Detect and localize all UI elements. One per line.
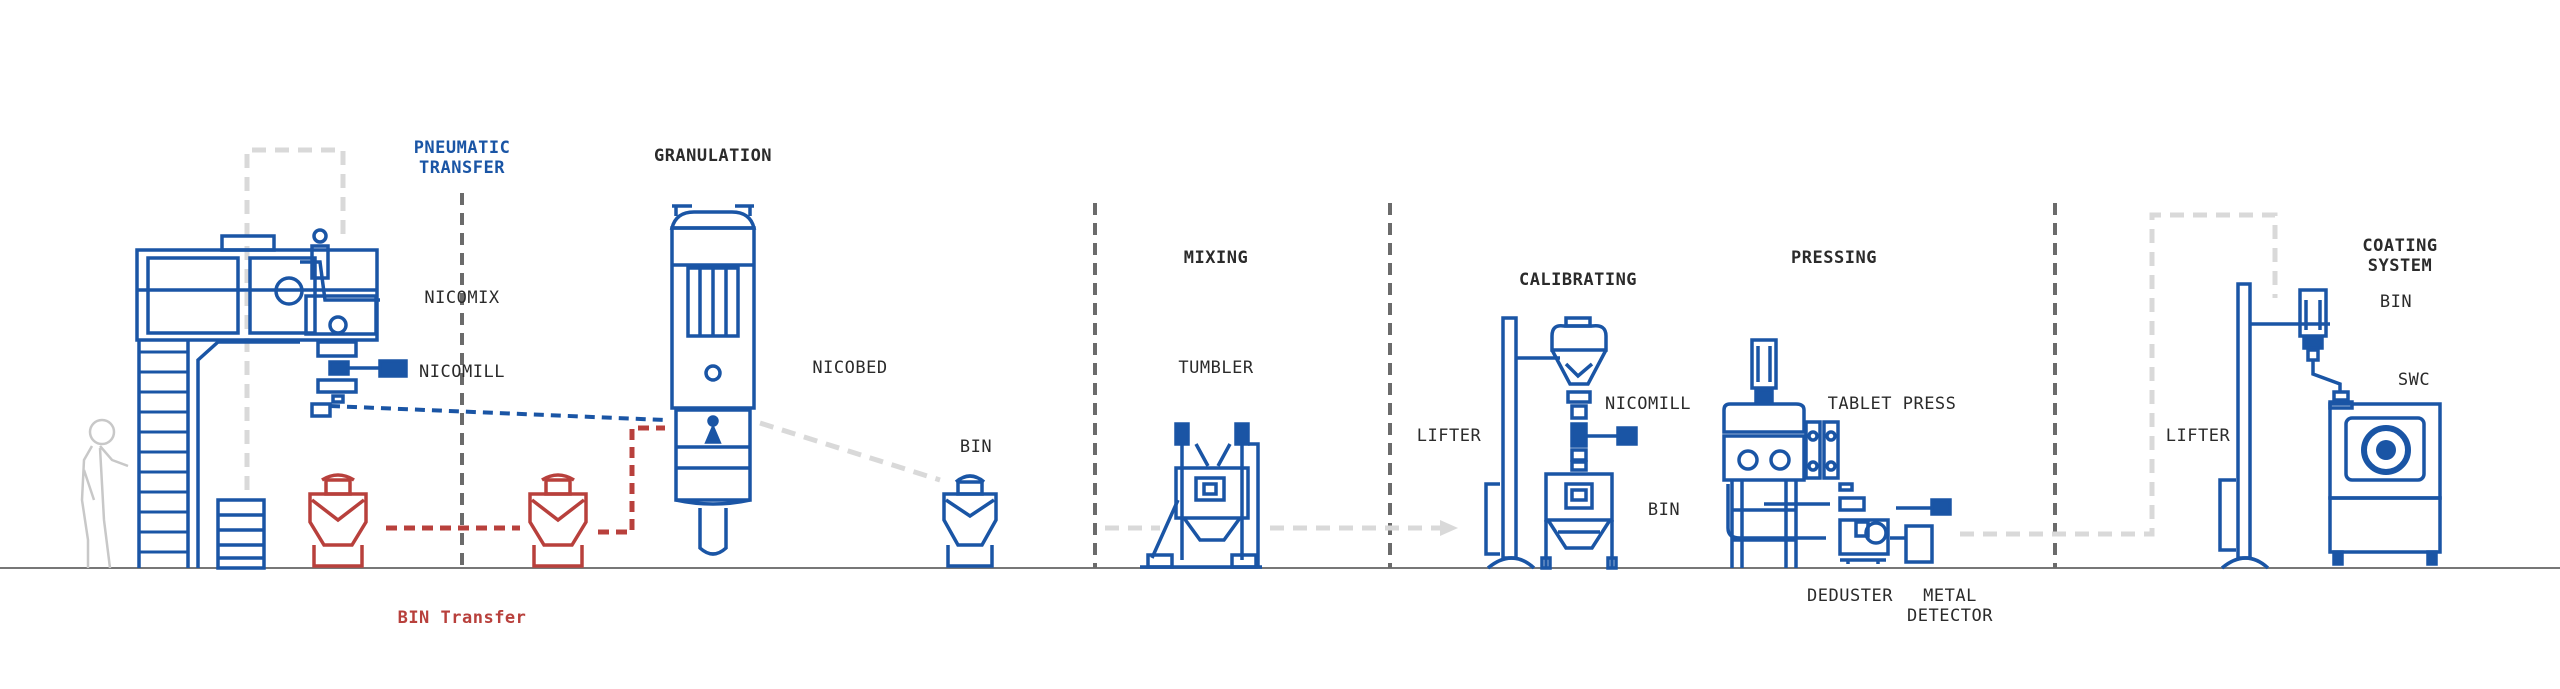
label-bin-3: BIN (2379, 292, 2413, 312)
label-swc: SWC (2397, 370, 2431, 390)
section-pneumatic-transfer-line2: TRANSFER (419, 158, 505, 178)
tumbler-machine (1140, 422, 1262, 569)
section-pneumatic-transfer-line1: PNEUMATIC (413, 138, 511, 158)
granulation-tower (669, 204, 757, 556)
label-lifter-2: LIFTER (2165, 426, 2231, 446)
label-metal-detector-line2: DETECTOR (1907, 606, 1993, 626)
gray-pipes (244, 147, 2278, 537)
lifter-2 (2218, 282, 2330, 570)
label-deduster: DEDUSTER (1807, 586, 1893, 606)
tablet-press (1722, 338, 1840, 568)
section-granulation: GRANULATION (653, 146, 773, 166)
section-calibrating: CALIBRATING (1518, 270, 1638, 290)
arrow-head (1440, 520, 1458, 536)
label-tumbler: TUMBLER (1178, 358, 1254, 378)
section-mixing: MIXING (1183, 248, 1249, 268)
pipe-nicobed-to-bin (759, 420, 941, 483)
nicomill-1-machine (310, 340, 408, 418)
pneumatic-transfer-line (329, 404, 666, 422)
label-nicomill-1: NICOMILL (419, 362, 505, 382)
label-bin-transfer: BIN Transfer (397, 608, 527, 628)
bin-transfer-line (386, 425, 665, 535)
coating-system (2298, 288, 2442, 566)
section-coating-system-line2: SYSTEM (2367, 256, 2433, 276)
section-coating-system-line1: COATING (2362, 236, 2438, 256)
label-nicobed: NICOBED (812, 358, 888, 378)
label-nicomill-2: NICOMILL (1605, 394, 1691, 414)
operator-figure (80, 418, 129, 569)
section-pressing: PRESSING (1791, 248, 1877, 268)
label-nicomix: NICOMIX (424, 288, 500, 308)
bin-1 (942, 474, 998, 568)
label-bin-1: BIN (959, 437, 993, 457)
lifter-1 (1484, 316, 1560, 570)
pipe-nicomix-loop (244, 147, 346, 490)
label-metal-detector-line1: METAL (1923, 586, 1977, 606)
nicomix-machine (135, 228, 380, 570)
bin-transfer-bins (308, 473, 588, 568)
deduster-metal-detector (1838, 482, 1952, 564)
pipe-press-to-coating (1960, 212, 2278, 537)
section-dividers (460, 193, 2057, 568)
label-bin-2: BIN (1647, 500, 1681, 520)
label-tablet-press: TABLET PRESS (1827, 394, 1957, 414)
calibrating-machine (1540, 316, 1638, 570)
label-lifter-1: LIFTER (1416, 426, 1482, 446)
